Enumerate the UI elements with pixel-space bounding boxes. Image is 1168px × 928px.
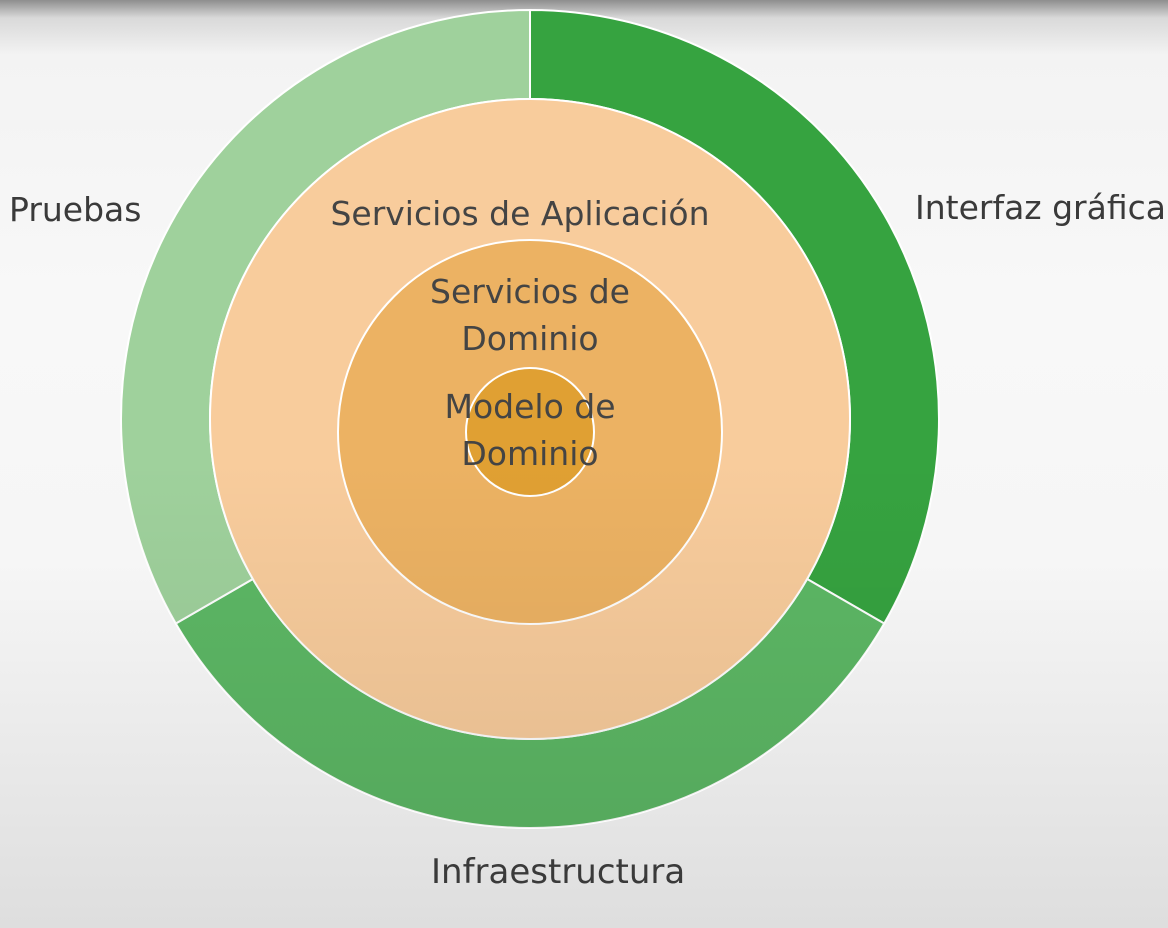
modelo-dominio-line1: Modelo de [444,387,616,426]
label-pruebas: Pruebas [9,190,142,229]
servicios-dominio-line1: Servicios de [430,272,630,311]
servicios-dominio-line2: Dominio [461,319,599,358]
bottom-shading [121,10,939,828]
modelo-dominio-line2: Dominio [461,434,599,473]
label-servicios-dominio: Servicios de Dominio [380,268,680,362]
label-modelo-dominio: Modelo de Dominio [390,383,670,477]
label-interfaz-grafica: Interfaz gráfica [915,188,1166,227]
label-servicios-aplicacion: Servicios de Aplicación [330,194,710,233]
label-infraestructura: Infraestructura [431,852,686,892]
